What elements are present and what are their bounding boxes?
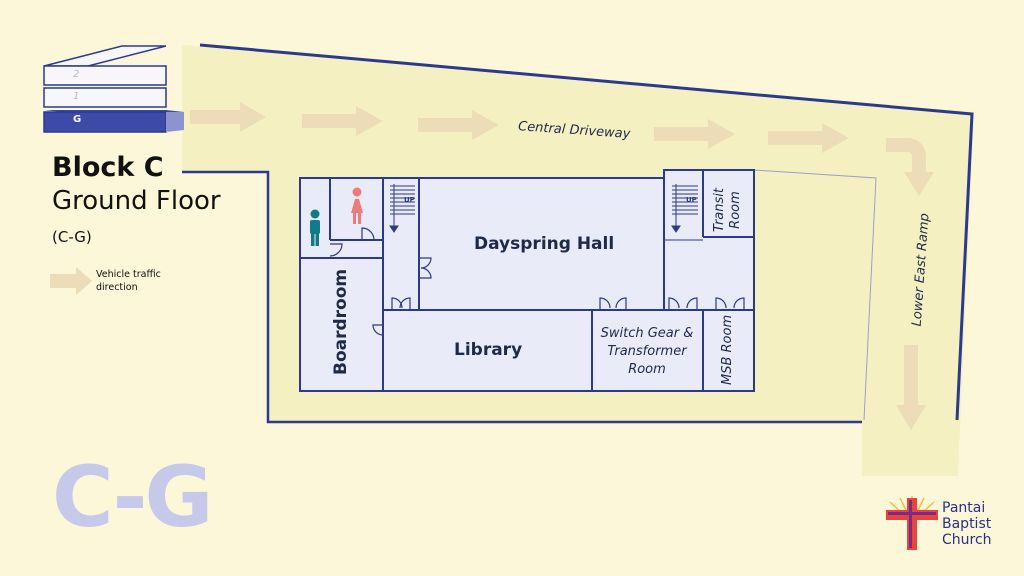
brand-name: Pantai Baptist Church [942, 500, 1022, 548]
traffic-arrow-icon [302, 106, 383, 136]
cross-logo-icon [886, 496, 938, 550]
floor-subtitle: Ground Floor [52, 186, 221, 216]
legend-label: Vehicle traffic direction [96, 269, 161, 293]
label-library: Library [454, 340, 523, 360]
room-library [382, 309, 593, 392]
brand-line-2: Baptist [942, 516, 992, 532]
stair-left-icon [389, 184, 415, 233]
building [299, 169, 755, 392]
traffic-arrow-icon [190, 102, 266, 132]
male-toilet-icon [310, 209, 320, 246]
brand-line-1: Pantai [942, 500, 986, 516]
floor-code: (C-G) [52, 228, 92, 246]
traffic-arrow-icon [886, 138, 934, 196]
floor-label-2: 2 [73, 69, 80, 80]
traffic-arrows [50, 102, 934, 430]
brand-line-3: Church [942, 532, 992, 548]
label-msb-room: MSB Room [720, 314, 735, 385]
label-dayspring-hall: Dayspring Hall [474, 234, 615, 254]
female-toilet-icon [351, 187, 363, 224]
block-title: Block C [52, 152, 164, 183]
floor-label-g: G [73, 114, 82, 125]
floor-stack [43, 45, 184, 133]
traffic-arrow-icon [896, 345, 926, 430]
site-boundary [199, 43, 974, 421]
room-boardroom [299, 257, 384, 392]
label-transit-room: Transit Room [712, 188, 743, 232]
stair-up-label-left: UP [404, 196, 415, 204]
room-switch-gear [591, 309, 704, 392]
traffic-arrow-icon [768, 123, 849, 153]
annex-outline [753, 169, 877, 421]
stair-right-icon [671, 184, 698, 233]
inner-boundary [182, 170, 862, 424]
stair-up-label-right: UP [686, 196, 697, 204]
label-boardroom: Boardroom [331, 268, 351, 375]
floor-label-1: 1 [73, 91, 80, 102]
big-floor-code: C-G [52, 448, 213, 546]
traffic-arrow-icon [418, 110, 499, 140]
legend-arrow-icon [50, 267, 92, 295]
traffic-arrow-icon [654, 119, 735, 149]
door-icons [329, 227, 745, 336]
label-switch-gear: Switch Gear & Transformer Room [600, 326, 694, 377]
